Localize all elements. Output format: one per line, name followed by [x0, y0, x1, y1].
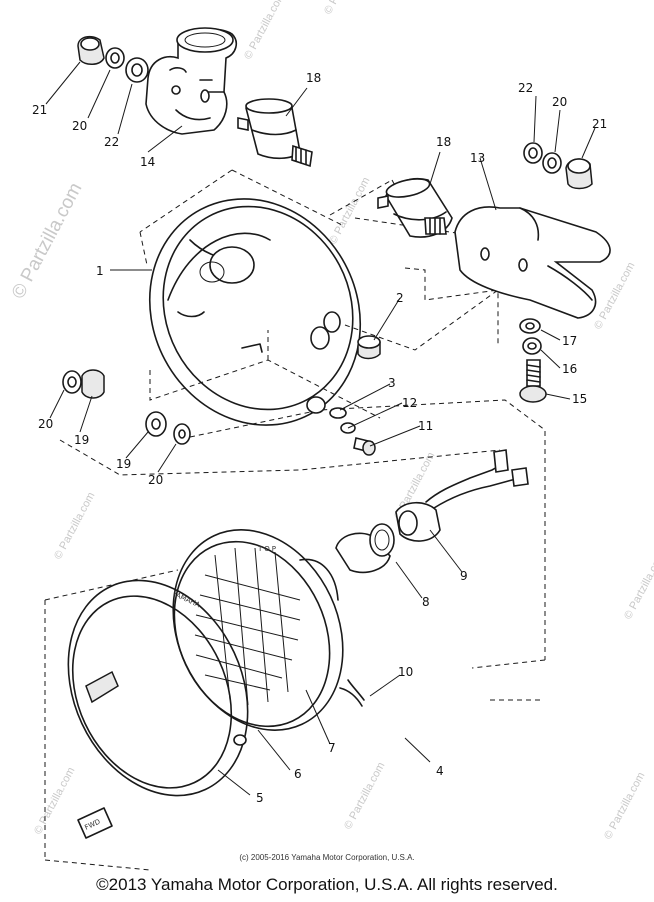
watermark-tile: © Partzilla.com: [322, 0, 367, 16]
small-screw-set: [329, 407, 376, 456]
callout-6: 6: [294, 767, 302, 781]
callout-20-right: 20: [552, 95, 567, 109]
callout-8: 8: [422, 595, 430, 609]
callout-15: 15: [572, 392, 587, 406]
headlight-unit: [67, 529, 365, 797]
nut-washer-pair-left: [62, 369, 191, 445]
callout-10: 10: [398, 665, 413, 679]
callout-20-top: 20: [72, 119, 87, 133]
watermark-tile: © Partzilla.com: [52, 490, 97, 561]
watermark-tile: © Partzilla.com: [622, 550, 654, 621]
callout-18-upper: 18: [306, 71, 321, 85]
callout-9: 9: [460, 569, 468, 583]
nut-washer-stack-left: [77, 35, 149, 83]
diagram-notice: (c) 2005-2016 Yamaha Motor Corporation, …: [239, 853, 414, 862]
leader-lines: [45, 61, 596, 796]
callout-19-mid: 19: [116, 457, 131, 471]
watermark-tile: © Partzilla.com: [32, 765, 77, 836]
watermark-tile: © Partzilla.com: [242, 0, 287, 61]
callout-1: 1: [96, 264, 104, 278]
callouts: 1 2 3 4 5 6 7 8 9 10 11 12 13 14 15 16 1…: [32, 71, 607, 805]
callout-21-right: 21: [592, 117, 607, 131]
callout-22-left: 22: [104, 135, 119, 149]
callout-18-lower: 18: [436, 135, 451, 149]
watermark-tile: © Partzilla.com: [602, 770, 647, 841]
callout-7: 7: [328, 741, 336, 755]
callout-17: 17: [562, 334, 577, 348]
bulb-and-socket: [335, 449, 529, 574]
callout-19-left: 19: [74, 433, 89, 447]
forward-marker-text: FWD: [83, 818, 101, 832]
callout-14: 14: [140, 155, 155, 169]
assembly-guide-lines: [44, 169, 546, 871]
mounting-damper-upper: [237, 98, 313, 168]
callout-20-mid: 20: [148, 473, 163, 487]
callout-20-left: 20: [38, 417, 53, 431]
callout-21-left: 21: [32, 103, 47, 117]
callout-13: 13: [470, 151, 485, 165]
callout-11: 11: [418, 419, 433, 433]
callout-5: 5: [256, 791, 264, 805]
forward-marker: FWD: [77, 807, 113, 839]
headlight-housing: [148, 198, 362, 426]
copyright-line: ©2013 Yamaha Motor Corporation, U.S.A. A…: [96, 875, 558, 894]
lens-top-marking: TOP: [257, 545, 278, 553]
nut-washer-stack-right: [523, 142, 593, 190]
bolt-washer-set-right: [519, 318, 547, 403]
watermark-tile: © Partzilla.com: [342, 760, 387, 831]
watermark-tile: © Partzilla.com: [592, 260, 637, 331]
callout-3: 3: [388, 376, 396, 390]
watermark-tile: © Partzilla.com: [327, 175, 372, 246]
headlight-bracket-right: [454, 206, 611, 319]
callout-4: 4: [436, 764, 444, 778]
watermark-layer: © Partzilla.com © Partzilla.com © Partzi…: [8, 0, 654, 841]
headlight-bracket-left: [145, 27, 238, 135]
callout-16: 16: [562, 362, 577, 376]
callout-2: 2: [396, 291, 404, 305]
mounting-damper-lower: [377, 178, 453, 238]
callout-12: 12: [402, 396, 417, 410]
callout-22-right: 22: [518, 81, 533, 95]
watermark-main: © Partzilla.com: [8, 179, 87, 302]
grommet: [357, 335, 381, 360]
